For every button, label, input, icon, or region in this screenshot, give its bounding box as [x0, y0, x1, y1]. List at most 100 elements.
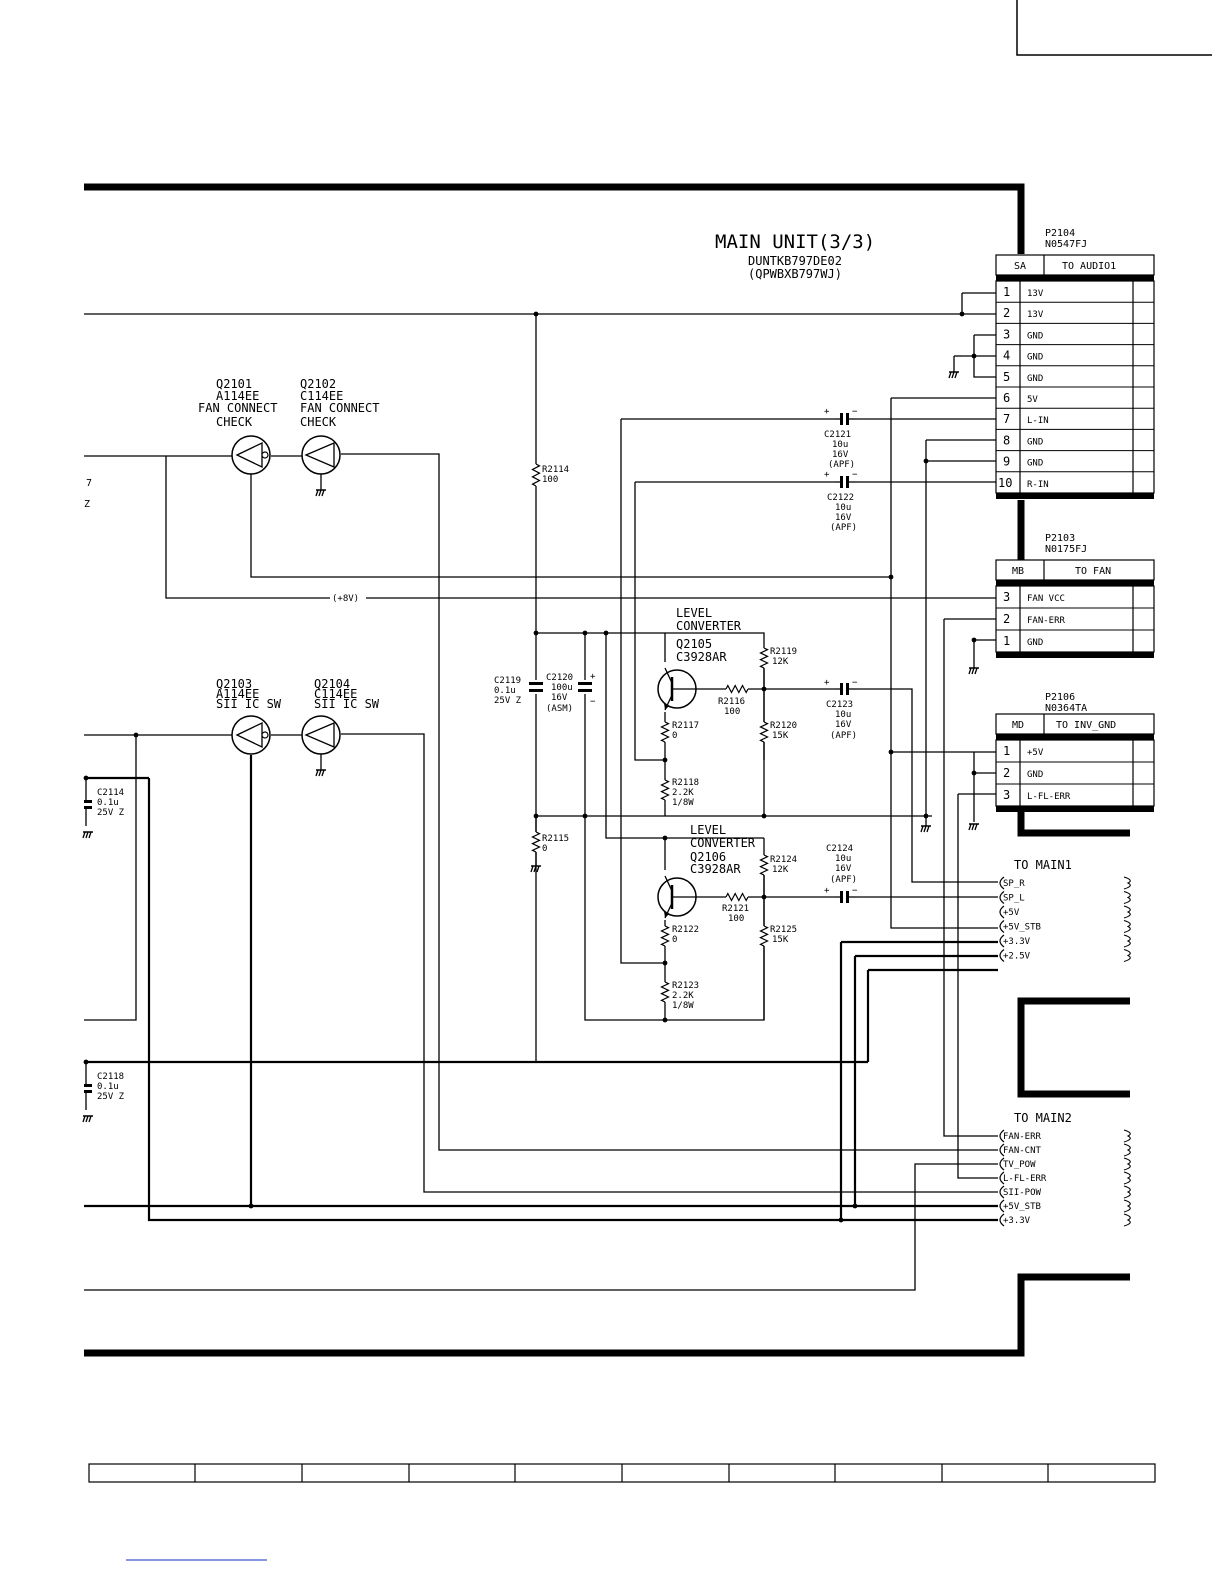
- svg-text:0.1u: 0.1u: [494, 686, 516, 696]
- p2103-pin-number: 3: [1003, 590, 1010, 604]
- ground-symbol: [321, 489, 325, 497]
- p2106-dest: TO INV_GND: [1056, 720, 1116, 731]
- capacitor-c2124: C2124 10u 16V (APF) +−: [824, 844, 858, 904]
- svg-text:(+8V): (+8V): [332, 594, 359, 604]
- unit-frame: [84, 0, 1212, 1357]
- svg-text:CHECK: CHECK: [300, 415, 337, 429]
- svg-text:CONVERTER: CONVERTER: [676, 619, 742, 633]
- main2-plug-mark: [1123, 1143, 1131, 1157]
- svg-text:Q2101: Q2101: [216, 377, 252, 391]
- r2118-wattage: 1/8W: [672, 798, 694, 808]
- p2104-pin-number: 6: [1003, 391, 1010, 405]
- svg-text:Q2104: Q2104: [314, 677, 350, 691]
- svg-text:A114EE: A114EE: [216, 389, 259, 403]
- p2104-pin-name: GND: [1027, 331, 1043, 341]
- svg-text:16V: 16V: [835, 513, 852, 523]
- svg-text:FAN CONNECT: FAN CONNECT: [300, 401, 379, 415]
- net-label-8v: (+8V): [330, 592, 366, 604]
- p2104-pin-name: R-IN: [1027, 480, 1049, 490]
- ground-symbol: [315, 489, 319, 497]
- ground-symbol: [88, 831, 92, 839]
- p2104-pin-number: 10: [998, 476, 1012, 490]
- svg-text:C2114: C2114: [97, 788, 124, 798]
- p2106-ref: P2106: [1045, 692, 1075, 703]
- svg-text:Q2103: Q2103: [216, 677, 252, 691]
- p2103-dest: TO FAN: [1075, 566, 1111, 577]
- ground-symbol: [536, 865, 540, 873]
- p2104-pin-number: 1: [1003, 285, 1010, 299]
- p2106-pin-number: 3: [1003, 788, 1010, 802]
- svg-text:Q2102: Q2102: [300, 377, 336, 391]
- svg-text:−: −: [852, 470, 858, 480]
- p2104-pin-name: L-IN: [1027, 416, 1049, 426]
- svg-text:C2123: C2123: [826, 700, 853, 710]
- main1-plug-mark: [1123, 948, 1131, 963]
- ground-symbol: [530, 865, 534, 873]
- main2-connector: TO MAIN2 FAN-ERRFAN-CNTTV_POWL-FL-ERRSII…: [999, 1111, 1131, 1227]
- transistor-q2101: Q2101 A114EE FAN CONNECT CHECK: [198, 377, 277, 475]
- capacitor-c2118: C2118 0.1u 25V Z: [84, 1062, 125, 1110]
- unit-board-number: (QPWBXB797WJ): [748, 267, 842, 281]
- svg-text:0.1u: 0.1u: [97, 1082, 119, 1092]
- r2124-value: 12K: [772, 865, 789, 875]
- r2122-value: 0: [672, 935, 677, 945]
- main2-net-label: FAN-ERR: [1003, 1132, 1042, 1142]
- main1-net-label: +5V: [1003, 908, 1020, 918]
- p2104-part: N0547FJ: [1045, 239, 1087, 250]
- ground-symbol: [82, 1115, 86, 1123]
- svg-text:C2121: C2121: [824, 430, 851, 440]
- p2104-pin-name: GND: [1027, 374, 1043, 384]
- main2-net-label: SII-POW: [1003, 1188, 1042, 1198]
- r2114-value: 100: [542, 475, 558, 485]
- resistor-labels: R2114 100 R2115 0 R2116 100 R2117 0 R211…: [542, 465, 797, 1011]
- svg-text:CHECK: CHECK: [216, 415, 253, 429]
- unit-title-name: MAIN UNIT(3/3): [715, 231, 875, 253]
- main2-pin-bracket: [999, 1143, 1005, 1157]
- svg-text:C3928AR: C3928AR: [690, 862, 741, 876]
- capacitor-c2121: +− C2121 10u 16V (APF): [824, 407, 858, 470]
- ground-symbol: [974, 823, 978, 831]
- ground-symbol: [920, 825, 924, 833]
- svg-text:10u: 10u: [832, 440, 848, 450]
- p2106-pin-name: GND: [1027, 770, 1043, 780]
- main1-net-label: SP_R: [1003, 879, 1025, 889]
- p2106-pin-name: L-FL-ERR: [1027, 792, 1071, 802]
- ground-symbol: [971, 667, 975, 675]
- p2104-ref: P2104: [1045, 228, 1075, 239]
- main2-plug-mark: [1123, 1185, 1131, 1199]
- ground-symbol: [533, 865, 537, 873]
- r2114-ref: R2114: [542, 465, 569, 475]
- edge-label-7: 7: [86, 478, 92, 489]
- r2123-wattage: 1/8W: [672, 1001, 694, 1011]
- main1-plug-mark: [1123, 905, 1131, 919]
- svg-text:25V Z: 25V Z: [97, 808, 125, 818]
- transistor-q2105: LEVEL CONVERTER Q2105 C3928AR: [657, 606, 742, 711]
- bottom-grid: [88, 1463, 1156, 1483]
- capacitor-c2114: C2114 0.1u 25V Z: [84, 778, 125, 826]
- ground-symbol: [968, 667, 972, 675]
- resistor-r2120: [759, 721, 769, 743]
- main2-net-label: TV_POW: [1003, 1160, 1036, 1170]
- svg-text:10u: 10u: [835, 854, 851, 864]
- capacitor-c2120: +− C2120 100u 16V (ASM): [546, 672, 596, 714]
- main1-pin-bracket: [999, 934, 1005, 948]
- resistor-r2116: [725, 684, 749, 694]
- ground-symbol: [974, 667, 978, 675]
- p2104-pin-number: 2: [1003, 306, 1010, 320]
- svg-text:16V: 16V: [835, 864, 852, 874]
- svg-text:FAN CONNECT: FAN CONNECT: [198, 401, 277, 415]
- p2104-pin-name: 5V: [1027, 395, 1038, 405]
- svg-text:(APF): (APF): [830, 875, 857, 885]
- p2104-pin-number: 4: [1003, 349, 1010, 363]
- p2104-dest: TO AUDIO1: [1062, 261, 1116, 272]
- main1-connector: TO MAIN1 SP_RSP_L+5V+5V_STB+3.3V+2.5V: [999, 858, 1131, 963]
- p2104-pin-name: 13V: [1027, 310, 1044, 320]
- r2120-ref: R2120: [770, 721, 797, 731]
- svg-text:0.1u: 0.1u: [97, 798, 119, 808]
- main1-plug-mark: [1123, 876, 1131, 890]
- ground-symbol: [954, 371, 958, 379]
- main2-net-label: +5V_STB: [1003, 1202, 1041, 1212]
